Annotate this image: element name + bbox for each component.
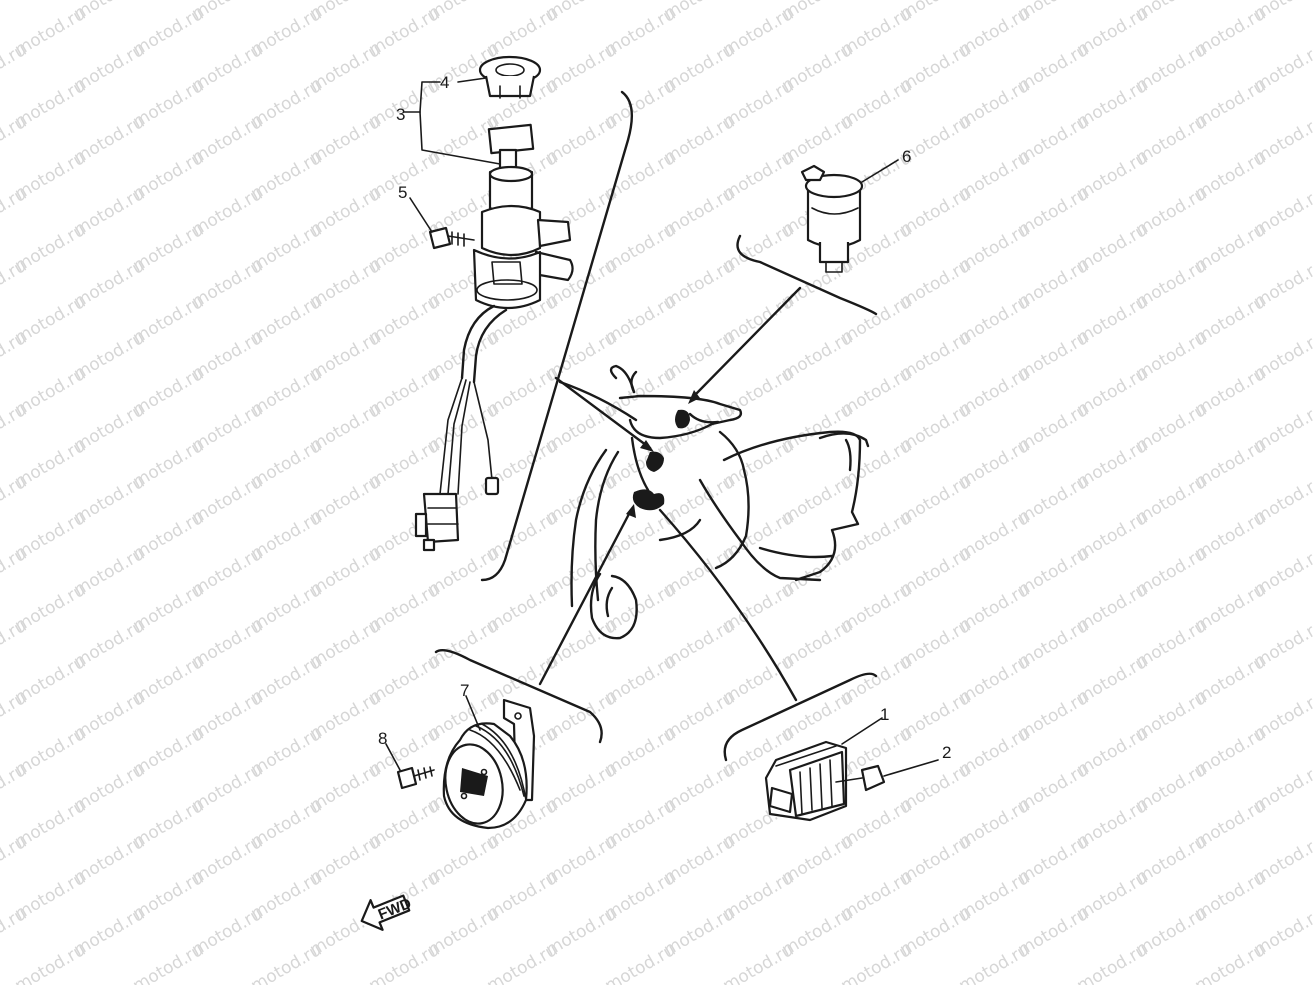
watermark-text: motod.ru	[0, 0, 30, 24]
horn-bracket-arc	[434, 649, 603, 744]
main-switch-group	[414, 55, 634, 582]
callout-7: 7	[460, 681, 469, 700]
watermark-text: motod.ru	[366, 940, 444, 985]
rectifier-bracket-arc	[723, 672, 878, 762]
main-switch-body	[472, 165, 574, 310]
callout-2: 2	[942, 743, 951, 762]
watermark-text: motod.ru	[12, 940, 90, 985]
horn-group	[385, 649, 603, 830]
relay-group	[736, 159, 899, 316]
watermark-text: motod.ru	[838, 940, 916, 985]
watermark-text: motod.ru	[130, 940, 208, 985]
callout-1: 1	[880, 705, 889, 724]
callout-8: 8	[378, 729, 387, 748]
watermark-text: motod.ru	[720, 940, 798, 985]
callout-4: 4	[440, 73, 449, 92]
main-switch-bracket	[480, 90, 634, 582]
callout-3: 3	[396, 105, 405, 124]
callout-5: 5	[398, 183, 407, 202]
watermark-text: motod.ru	[484, 940, 562, 985]
watermark-text: motod.ru	[602, 940, 680, 985]
screw-5	[428, 226, 475, 250]
location-arrows	[538, 286, 802, 702]
watermark-text: motod.ru	[1074, 940, 1152, 985]
lock-cap	[478, 55, 542, 99]
watermark-text: motod.ru	[248, 940, 326, 985]
callouts: 1 2 3 4 5 6 7 8	[378, 73, 951, 762]
watermark-text: motod.ru	[956, 940, 1034, 985]
watermark-text: motod.ru	[1192, 940, 1270, 985]
relay-bracket	[736, 234, 878, 316]
rectifier-group	[723, 672, 939, 822]
wire-harness	[414, 304, 508, 552]
callout-6: 6	[902, 147, 911, 166]
scooter-outline	[558, 364, 870, 640]
leaders-upper-left	[403, 77, 501, 233]
watermark-text: motod.ru	[1310, 940, 1313, 985]
